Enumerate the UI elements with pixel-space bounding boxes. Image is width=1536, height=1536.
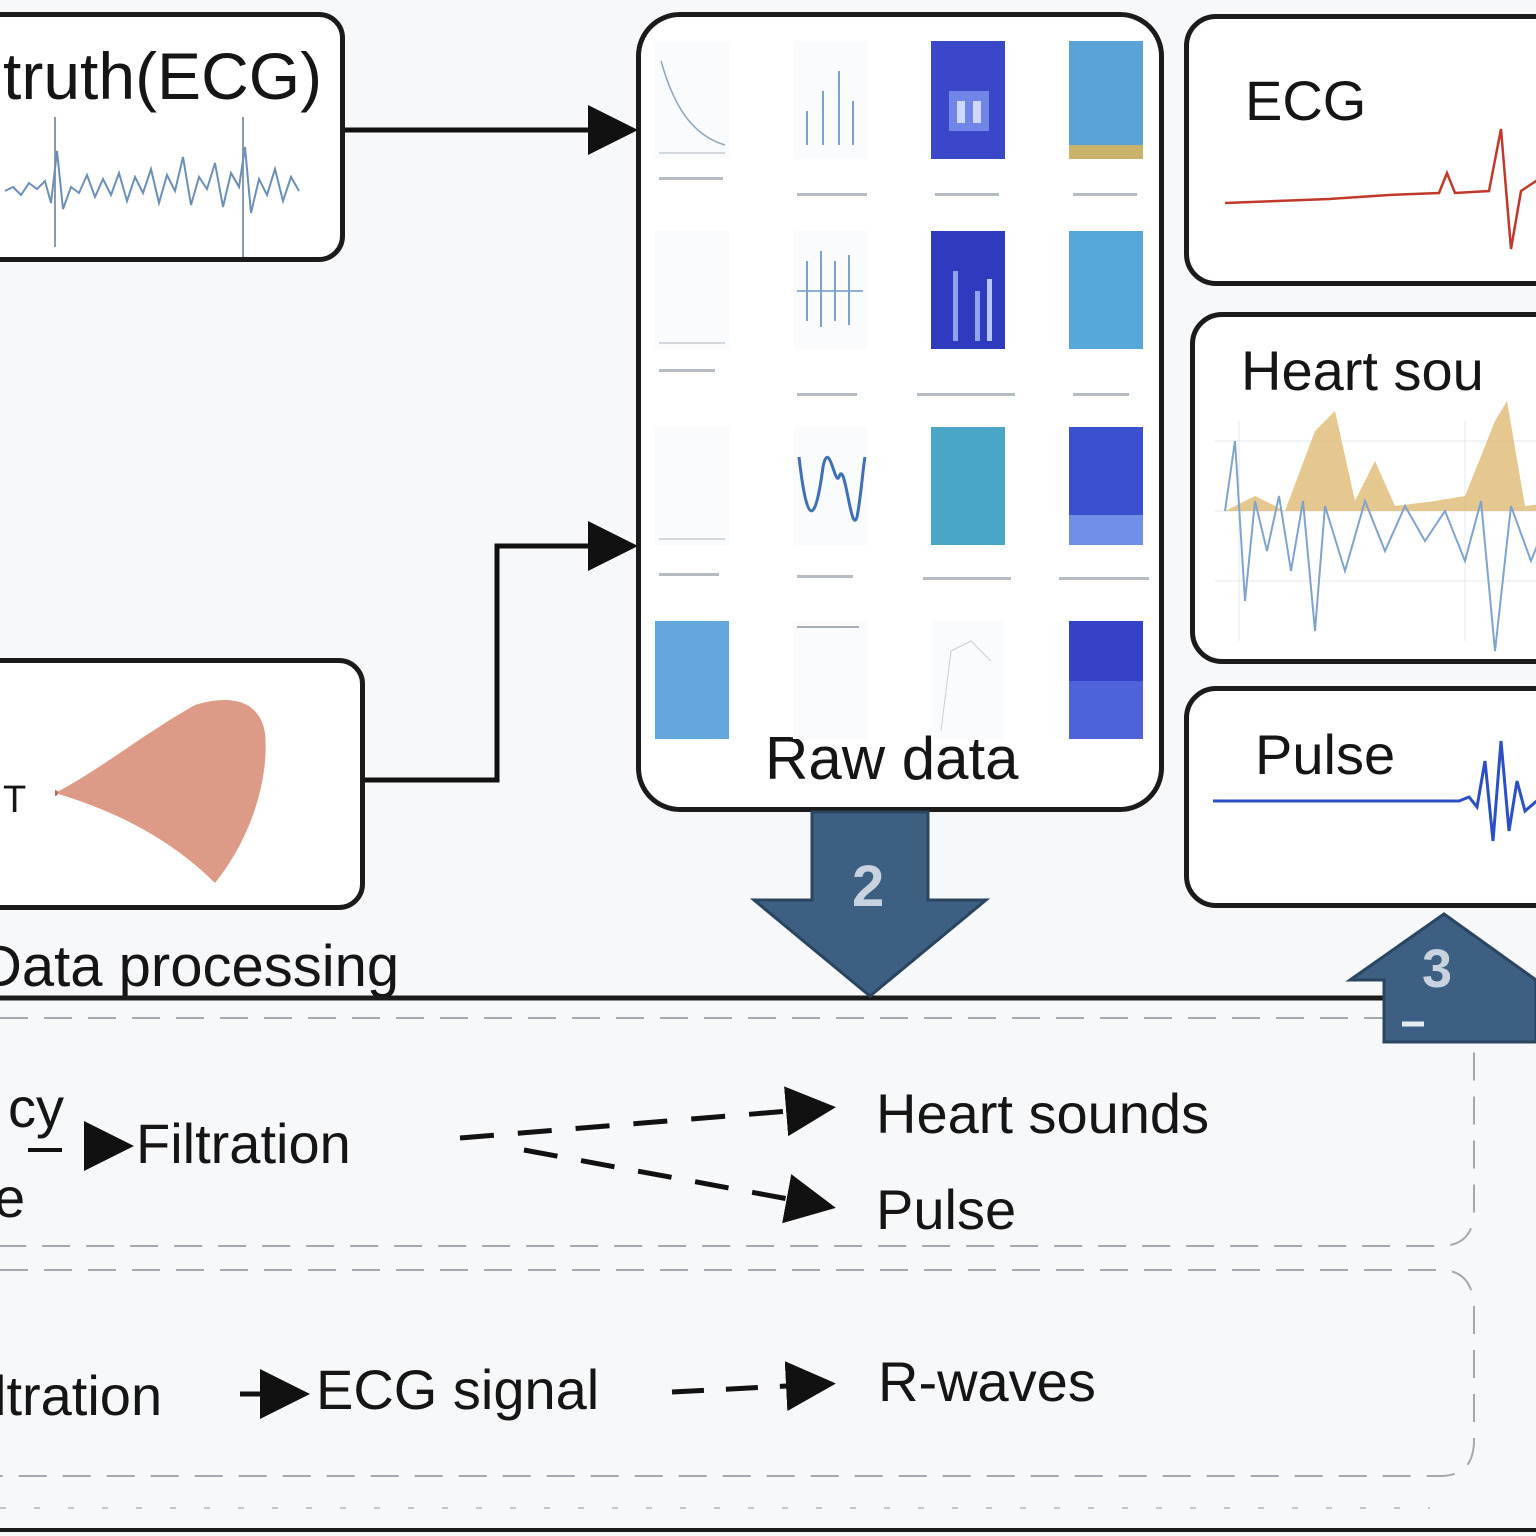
- arrow-filtration-to-pulse: [523, 1147, 836, 1224]
- thumb-spectrogram-dark: [931, 41, 1005, 159]
- thumb-heatmap-light: [1069, 41, 1143, 159]
- step-3-arrow: [1345, 912, 1536, 1044]
- thumb-spectrogram-blue: [1069, 427, 1143, 545]
- pipeline-top-filtration: Filtration: [136, 1112, 351, 1175]
- pulse-output-box: Pulse: [1184, 686, 1536, 908]
- pulse-output-trace: [1213, 740, 1536, 842]
- pipeline-bottom-r-waves: R-waves: [878, 1350, 1096, 1413]
- thumb-spikes: [793, 41, 867, 159]
- thumb-blank-plot: [793, 621, 867, 739]
- pipeline-top-fragment-1: cy: [8, 1076, 64, 1139]
- step-3-label: 3: [1422, 939, 1453, 999]
- sensor-label-fragment: T: [3, 779, 27, 821]
- heart-sounds-output-trace: [1215, 401, 1536, 652]
- ground-truth-title: truth(ECG): [3, 39, 323, 113]
- raw-data-box: Raw data: [636, 12, 1164, 812]
- pipeline-top-heart-sounds: Heart sounds: [876, 1082, 1210, 1145]
- heart-sounds-output-title: Heart sou: [1241, 339, 1484, 402]
- pipeline-bottom-filtration: ltration: [0, 1364, 163, 1427]
- thumb-oscillation: [793, 427, 867, 545]
- pipeline-top-pulse: Pulse: [876, 1178, 1017, 1241]
- ecg-ground-truth-waveform: [4, 117, 300, 257]
- thumb-spectrogram-peaks: [931, 231, 1005, 349]
- pipeline-top-fragment-2: e: [0, 1166, 26, 1229]
- pulse-output-title: Pulse: [1255, 723, 1396, 786]
- thumb-blank-axes-2: [655, 427, 729, 545]
- processing-group-bottom: [0, 1269, 1475, 1477]
- thumb-faint-line: [931, 621, 1005, 739]
- ecg-output-trace: [1224, 128, 1536, 250]
- ground-truth-ecg-box: truth(ECG): [0, 12, 345, 262]
- arrow-sensor-to-raw: [365, 521, 638, 783]
- heart-sounds-output-box: Heart sou: [1190, 312, 1536, 664]
- sensor-box: T: [0, 658, 365, 910]
- section-title: Data processing: [0, 934, 400, 999]
- arrow-filtration-to-heart-sounds: [459, 1086, 836, 1141]
- ecg-output-box: ECG: [1184, 14, 1536, 286]
- step-2-arrow: [749, 810, 991, 998]
- ecg-output-title: ECG: [1245, 69, 1367, 132]
- thumb-spectrogram-indigo: [1069, 621, 1143, 739]
- thumb-heatmap-light-2: [655, 621, 729, 739]
- arrow-ecg-signal-to-r-waves: [671, 1361, 836, 1412]
- thumb-waveform-bars: [793, 231, 867, 349]
- thumb-heatmap-teal: [1069, 231, 1143, 349]
- sensor-icon: [55, 700, 266, 883]
- step-2-label: 2: [852, 854, 885, 919]
- thumb-line-decay: [655, 41, 729, 159]
- thumb-heatmap-teal-2: [931, 427, 1005, 545]
- pipeline-bottom-ecg-signal: ECG signal: [316, 1358, 600, 1421]
- thumb-blank-axes: [655, 231, 729, 349]
